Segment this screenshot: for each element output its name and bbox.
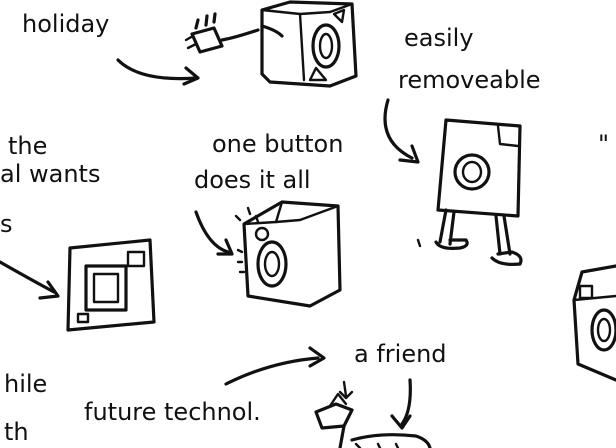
arrowhead-friend bbox=[390, 414, 412, 430]
label-the: the bbox=[8, 132, 47, 160]
square-device-drawing bbox=[66, 238, 156, 332]
arrowhead-left bbox=[38, 280, 60, 300]
arrow-future bbox=[224, 356, 320, 386]
label-easily: easily bbox=[404, 24, 474, 52]
arrow-one-button bbox=[194, 210, 230, 254]
label-th: th bbox=[4, 418, 29, 446]
arrowhead-future bbox=[308, 346, 326, 368]
label-one-button: one button bbox=[212, 130, 343, 158]
label-al-wants: al wants bbox=[0, 160, 100, 188]
arrowhead-one-button bbox=[216, 238, 234, 256]
label-holiday: holiday bbox=[22, 10, 109, 38]
arrow-holiday bbox=[116, 58, 198, 81]
label-quote-mark: " bbox=[598, 130, 609, 158]
label-does-it-all: does it all bbox=[194, 166, 311, 194]
arrow-left bbox=[0, 260, 56, 294]
label-while: hile bbox=[4, 370, 47, 398]
arrowhead-removeable bbox=[398, 144, 420, 164]
one-button-device-drawing bbox=[234, 200, 342, 308]
partial-device-drawing bbox=[572, 264, 616, 382]
arrow-friend bbox=[400, 378, 412, 426]
label-s: s bbox=[0, 210, 13, 238]
label-future-technol: future technol. bbox=[84, 398, 261, 426]
removable-device-drawing bbox=[416, 118, 523, 266]
friend-creature-drawing bbox=[314, 380, 432, 448]
arrow-removeable bbox=[383, 98, 414, 160]
plug-device-drawing bbox=[184, 0, 358, 88]
label-removeable: removeable bbox=[398, 66, 541, 94]
label-a-friend: a friend bbox=[354, 340, 447, 368]
arrowhead-holiday bbox=[182, 66, 200, 86]
